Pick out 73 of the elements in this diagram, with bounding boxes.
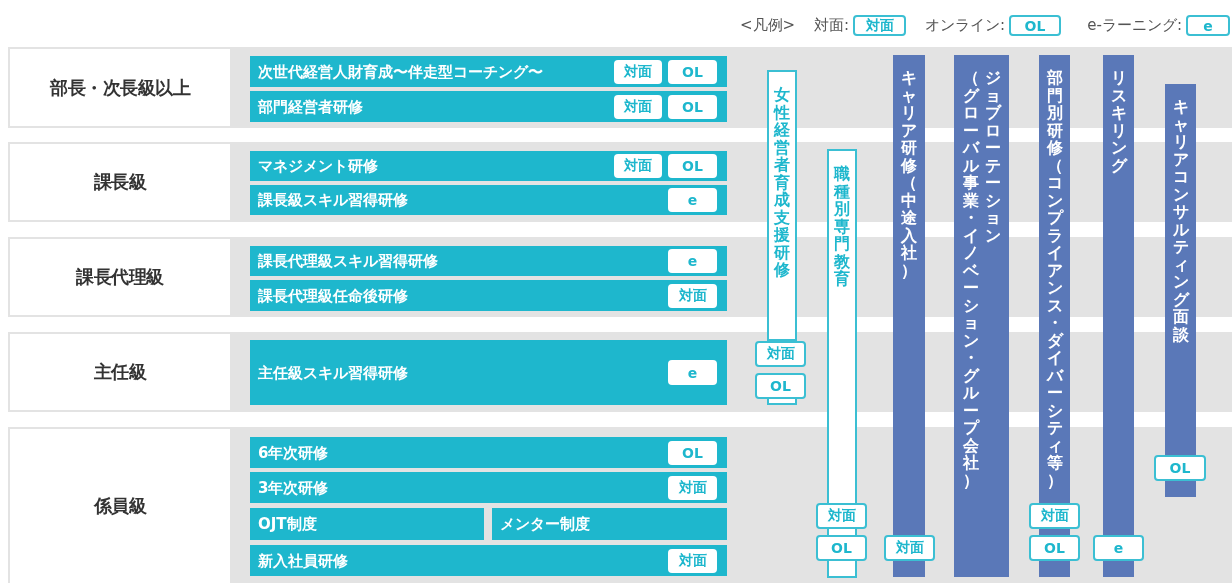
format-tag: 対面 [755, 341, 806, 367]
program-name: 部門別研修（コンプライアンス・ダイバーシティ等） [1045, 69, 1064, 489]
training-bar [250, 280, 727, 311]
format-tag: 対面 [668, 476, 717, 500]
format-tag: OL [816, 535, 867, 561]
training-bar [250, 151, 727, 181]
training-bar [250, 545, 727, 576]
training-name: 部門経営者研修 [258, 97, 363, 116]
format-tag: 対面 [668, 549, 717, 573]
program-bar [767, 70, 797, 341]
format-tag: OL [755, 373, 806, 399]
format-tag: OL [668, 95, 717, 119]
format-tag: 対面 [884, 535, 935, 561]
format-tag: e [668, 249, 717, 273]
level-cell: 係員級 [10, 429, 230, 583]
training-bar [250, 437, 727, 468]
program-name: リスキリング [1109, 69, 1128, 174]
training-name: メンター制度 [500, 514, 590, 534]
training-name: マネジメント研修 [258, 156, 378, 176]
training-name: 課長代理級スキル習得研修 [258, 251, 438, 271]
format-tag: OL [668, 60, 717, 84]
tag-caption: e-ラーニング: [1087, 16, 1182, 35]
training-bar [250, 246, 727, 276]
training-bar [250, 91, 727, 122]
training-bar [250, 185, 727, 215]
program-bar [1039, 55, 1070, 577]
level-cell: 課長代理級 [10, 239, 230, 315]
training-bar [250, 56, 727, 87]
training-name: 3年次研修 [258, 478, 329, 497]
level-cell: 主任級 [10, 334, 230, 410]
training-bar [492, 508, 727, 540]
program-name: （グローバル事業・イノベーション・グループ会社） [961, 69, 980, 489]
training-bar [250, 472, 727, 503]
training-name: 6年次研修 [258, 443, 329, 462]
tag-caption: 対面: [813, 16, 849, 35]
format-tag: OL [1029, 535, 1080, 561]
program-bar [954, 55, 1009, 577]
format-tag: 対面 [614, 60, 662, 84]
tag-caption: オンライン: [924, 16, 1005, 35]
legend-title: <凡例> [740, 16, 796, 35]
format-tag: OL [1009, 15, 1061, 36]
program-name: 女性経営者育成支援研修 [773, 86, 791, 279]
training-name: 主任級スキル習得研修 [258, 363, 408, 382]
format-tag: OL [1154, 455, 1206, 481]
level-cell: 課長級 [10, 144, 230, 220]
level-cell: 部長・次長級以上 [10, 49, 230, 126]
format-tag: 対面 [853, 15, 906, 36]
program-bar [1165, 84, 1196, 497]
format-tag: 対面 [614, 95, 662, 119]
format-tag: OL [668, 154, 717, 178]
format-tag: OL [668, 441, 717, 465]
training-name: 課長代理級任命後研修 [258, 286, 408, 305]
format-tag: e [668, 360, 717, 385]
program-bar [893, 55, 925, 577]
training-bar [250, 340, 727, 405]
training-name: 課長級スキル習得研修 [258, 190, 408, 210]
format-tag: 対面 [816, 503, 867, 529]
training-bar [250, 508, 484, 540]
format-tag: e [668, 188, 717, 212]
training-name: 次世代経営人財育成〜伴走型コーチング〜 [258, 62, 543, 81]
format-tag: 対面 [1029, 503, 1080, 529]
program-bar [827, 149, 857, 578]
training-name: OJT制度 [258, 514, 317, 534]
program-name: キャリアコンサルティング面談 [1171, 98, 1190, 343]
program-name: キャリア研修（中途入社） [900, 69, 918, 279]
training-name: 新入社員研修 [258, 551, 348, 570]
program-bar [1103, 55, 1134, 577]
format-tag: 対面 [668, 284, 717, 308]
format-tag: e [1093, 535, 1144, 561]
format-tag: e [1186, 15, 1230, 36]
program-name: 職種別専門教育 [833, 165, 851, 288]
format-tag: 対面 [614, 154, 662, 178]
program-name: ジョブローテーション [983, 69, 1002, 244]
